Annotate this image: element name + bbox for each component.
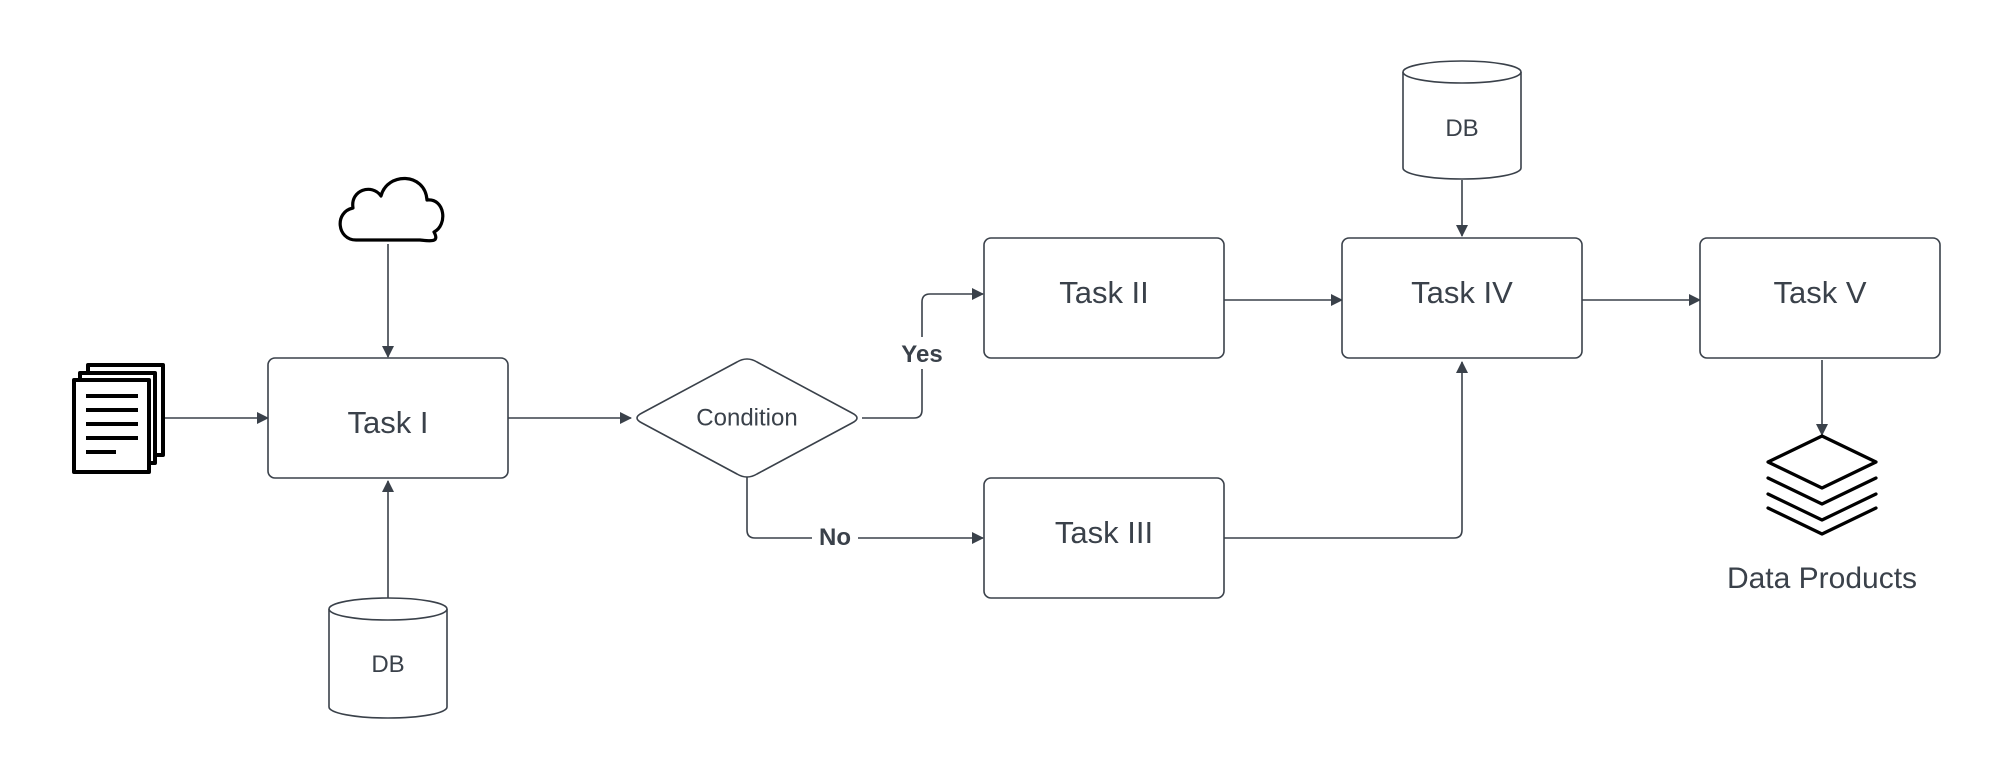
documents-icon (72, 363, 165, 474)
edge-label-yes: Yes (901, 341, 942, 368)
cloud-icon (338, 176, 445, 243)
task-iv-node: Task IV (1341, 237, 1583, 359)
db-left: DB (328, 597, 448, 719)
condition-label: Condition (696, 404, 797, 431)
task-v-label: Task V (1773, 275, 1866, 310)
condition-node: Condition (636, 358, 858, 478)
db-top: DB (1402, 60, 1522, 180)
db-left-label: DB (371, 651, 404, 678)
task-iv-label: Task IV (1411, 275, 1513, 310)
edge-condition-to-task3-no (746, 476, 984, 544)
no-label-bg (812, 520, 858, 552)
edge-task3-to-task4 (1224, 361, 1468, 539)
yes-label-bg (896, 337, 948, 369)
task-v-node: Task V (1699, 237, 1941, 359)
task-i-label: Task I (348, 405, 429, 440)
task-ii-label: Task II (1059, 275, 1149, 310)
layers-icon (1766, 434, 1878, 536)
task-iii-node: Task III (983, 477, 1225, 599)
task-i-node: Task I (267, 357, 509, 479)
data-products-label: Data Products (1727, 562, 1917, 595)
edge-label-no: No (819, 524, 851, 551)
db-top-label: DB (1445, 115, 1478, 142)
task-ii-node: Task II (983, 237, 1225, 359)
task-iii-label: Task III (1055, 515, 1153, 550)
